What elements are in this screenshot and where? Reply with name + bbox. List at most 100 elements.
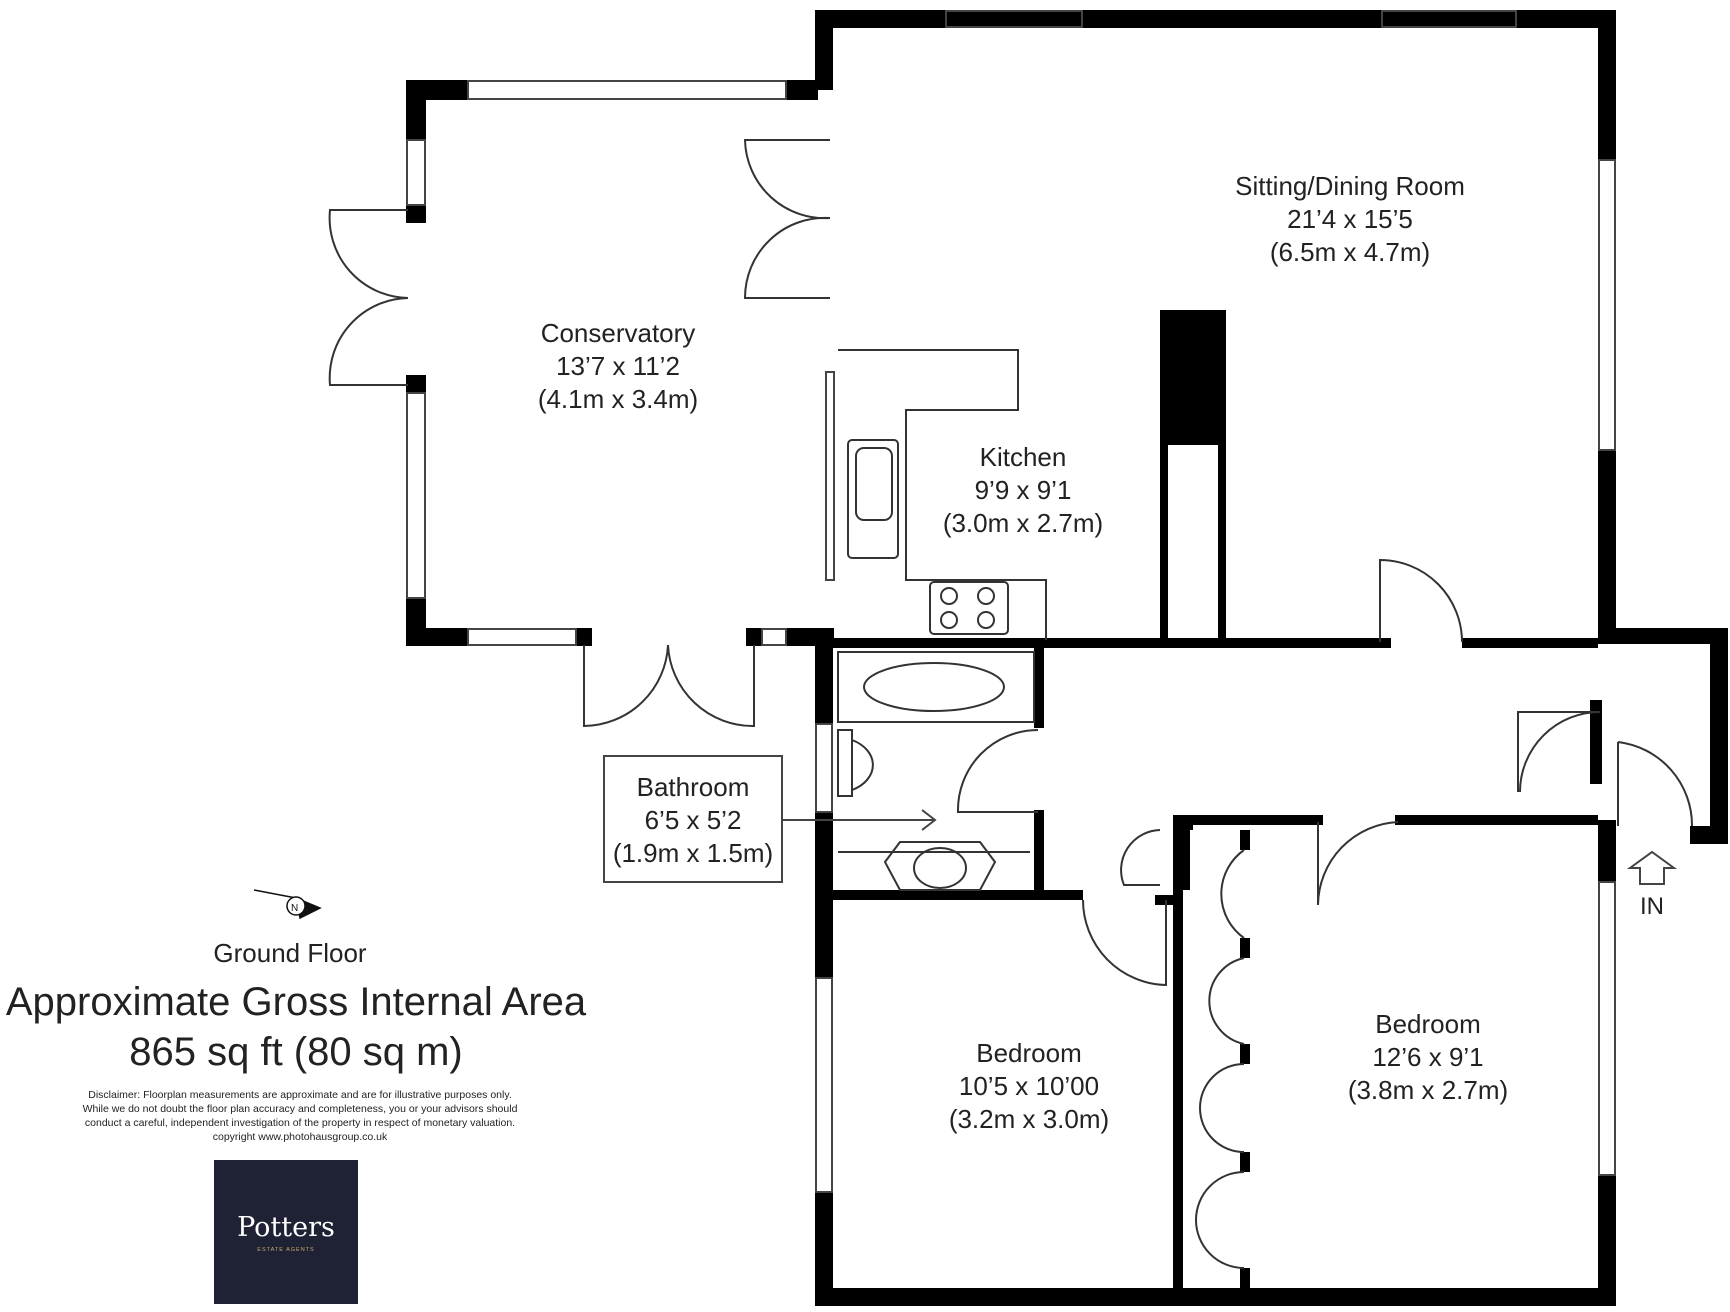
windows — [406, 10, 1616, 1193]
wall-cons-top-r — [786, 80, 818, 100]
bedroom-1-metric: (3.2m x 3.0m) — [949, 1104, 1109, 1134]
window-cons-bottom — [467, 628, 577, 646]
bathroom-name: Bathroom — [637, 772, 750, 802]
sitting-dining-name: Sitting/Dining Room — [1235, 171, 1465, 201]
bath-tub-basin — [863, 662, 1005, 712]
wall-kitchen-bottom — [833, 638, 1391, 648]
wall-cons-bottom-d — [786, 628, 834, 646]
bedroom-2-imperial: 12’6 x 9’1 — [1372, 1042, 1483, 1072]
wall-cons-left-b — [406, 205, 426, 223]
sitting-dining-imperial: 21’4 x 15’5 — [1287, 204, 1413, 234]
wall-left-bath-b — [815, 812, 833, 902]
door-wardrobe-4 — [1195, 1171, 1245, 1269]
door-entrance — [1617, 741, 1694, 827]
conservatory-metric: (4.1m x 3.4m) — [538, 384, 698, 414]
up-arrow-icon — [1626, 850, 1678, 885]
hob-ring-3 — [940, 611, 958, 629]
entrance-label: IN — [1640, 893, 1664, 920]
hob-ring-4 — [977, 611, 995, 629]
wall-bath-bottom — [833, 890, 1083, 900]
wall-entrance-bottom — [1690, 826, 1728, 844]
window-top-1 — [945, 10, 1083, 28]
potters-logo: Potters ESTATE AGENTS — [214, 1160, 358, 1304]
wall-cupboard-b — [1155, 895, 1183, 905]
window-cons-bottom-b — [761, 628, 787, 646]
wall-left-bath — [815, 640, 833, 724]
wall-hall-left-door — [1590, 700, 1602, 784]
door-cupboard — [1120, 829, 1161, 886]
wall-chimney-l — [1160, 440, 1168, 645]
bath-tub-icon — [837, 651, 1035, 723]
hob-ring-1 — [940, 587, 958, 605]
window-top-2 — [1381, 10, 1517, 28]
wall-entrance-top — [1598, 628, 1728, 644]
kitchen-counter — [838, 349, 1047, 640]
wall-closet-3 — [1240, 1044, 1250, 1064]
door-wardrobe-3 — [1199, 1063, 1245, 1153]
wall-cons-left-c — [406, 375, 426, 393]
doors — [328, 139, 1694, 1269]
compass-center — [286, 896, 306, 916]
disclaimer-line: conduct a careful, independent investiga… — [84, 1117, 516, 1129]
kitchen-sink-icon — [847, 439, 899, 559]
bathroom-pointer-icon — [782, 809, 937, 831]
wall-top — [815, 10, 1616, 28]
wall-bath-right-b — [1034, 810, 1044, 900]
wall-entrance-right — [1710, 628, 1728, 844]
door-cons-bottom — [583, 644, 755, 728]
bedroom-2-name: Bedroom — [1375, 1009, 1481, 1039]
toilet-icon — [837, 729, 874, 797]
area-title: Approximate Gross Internal Area — [5, 980, 587, 1024]
wall-bottom — [815, 1288, 1616, 1306]
bathroom-label-box — [603, 755, 783, 883]
window-kitchen-side — [825, 371, 835, 581]
bathroom-callout — [603, 755, 937, 883]
wall-hall-bottom-a — [1173, 815, 1323, 825]
window-cons-top — [467, 80, 787, 100]
logo-tagline: ESTATE AGENTS — [257, 1247, 315, 1253]
window-cons-left-b — [406, 392, 426, 599]
wall-cons-bottom-a — [406, 628, 468, 646]
wall-right-lower-b — [1598, 1175, 1616, 1305]
area-value: 865 sq ft (80 sq m) — [129, 1030, 463, 1074]
wall-closet-2 — [1240, 938, 1250, 958]
door-hall-entrance — [1517, 711, 1601, 793]
bedroom-1-name: Bedroom — [976, 1038, 1082, 1068]
door-bath — [956, 729, 1039, 813]
wall-left-lower-a — [815, 900, 833, 978]
door-sitting-hall — [1379, 558, 1463, 643]
bathroom-metric: (1.9m x 1.5m) — [613, 838, 773, 868]
kitchen-sink-bowl — [855, 447, 893, 521]
wall-hall-right-a — [1462, 638, 1598, 648]
disclaimer: Disclaimer: Floorplan measurements are a… — [60, 1088, 540, 1144]
wall-closet-4 — [1240, 1152, 1250, 1172]
hob-icon — [929, 581, 1009, 635]
wall-left-lower-b — [815, 1192, 833, 1306]
bedroom-1-imperial: 10’5 x 10’00 — [959, 1071, 1099, 1101]
conservatory-name: Conservatory — [541, 318, 696, 348]
door-cons-side — [328, 209, 409, 386]
compass-letter: N — [291, 903, 298, 914]
door-bed2 — [1317, 821, 1399, 906]
room-labels: Sitting/Dining Room 21’4 x 15’5 (6.5m x … — [538, 171, 1508, 1134]
wall-right-upper — [1598, 10, 1616, 160]
wall-closet-1 — [1240, 830, 1250, 850]
wall-chimney — [1160, 310, 1226, 445]
wall-cupboard-a — [1180, 825, 1190, 890]
compass: N — [253, 889, 322, 920]
disclaimer-line: copyright www.photohausgroup.co.uk — [212, 1131, 388, 1143]
wall-cons-bottom-c — [746, 628, 762, 646]
fixtures — [837, 349, 1047, 891]
door-wardrobe-1 — [1220, 849, 1245, 939]
window-right-2 — [1598, 881, 1616, 1176]
wall-right-lower-a — [1598, 820, 1616, 882]
door-bed1 — [1082, 899, 1167, 987]
wall-closet-5 — [1240, 1268, 1250, 1288]
wall-chimney-r — [1218, 440, 1226, 645]
wall-right-mid — [1598, 450, 1616, 630]
kitchen-metric: (3.0m x 2.7m) — [943, 508, 1103, 538]
disclaimer-line: Disclaimer: Floorplan measurements are a… — [88, 1089, 512, 1101]
bedroom-2-metric: (3.8m x 2.7m) — [1348, 1075, 1508, 1105]
entrance-marker — [1626, 850, 1678, 885]
